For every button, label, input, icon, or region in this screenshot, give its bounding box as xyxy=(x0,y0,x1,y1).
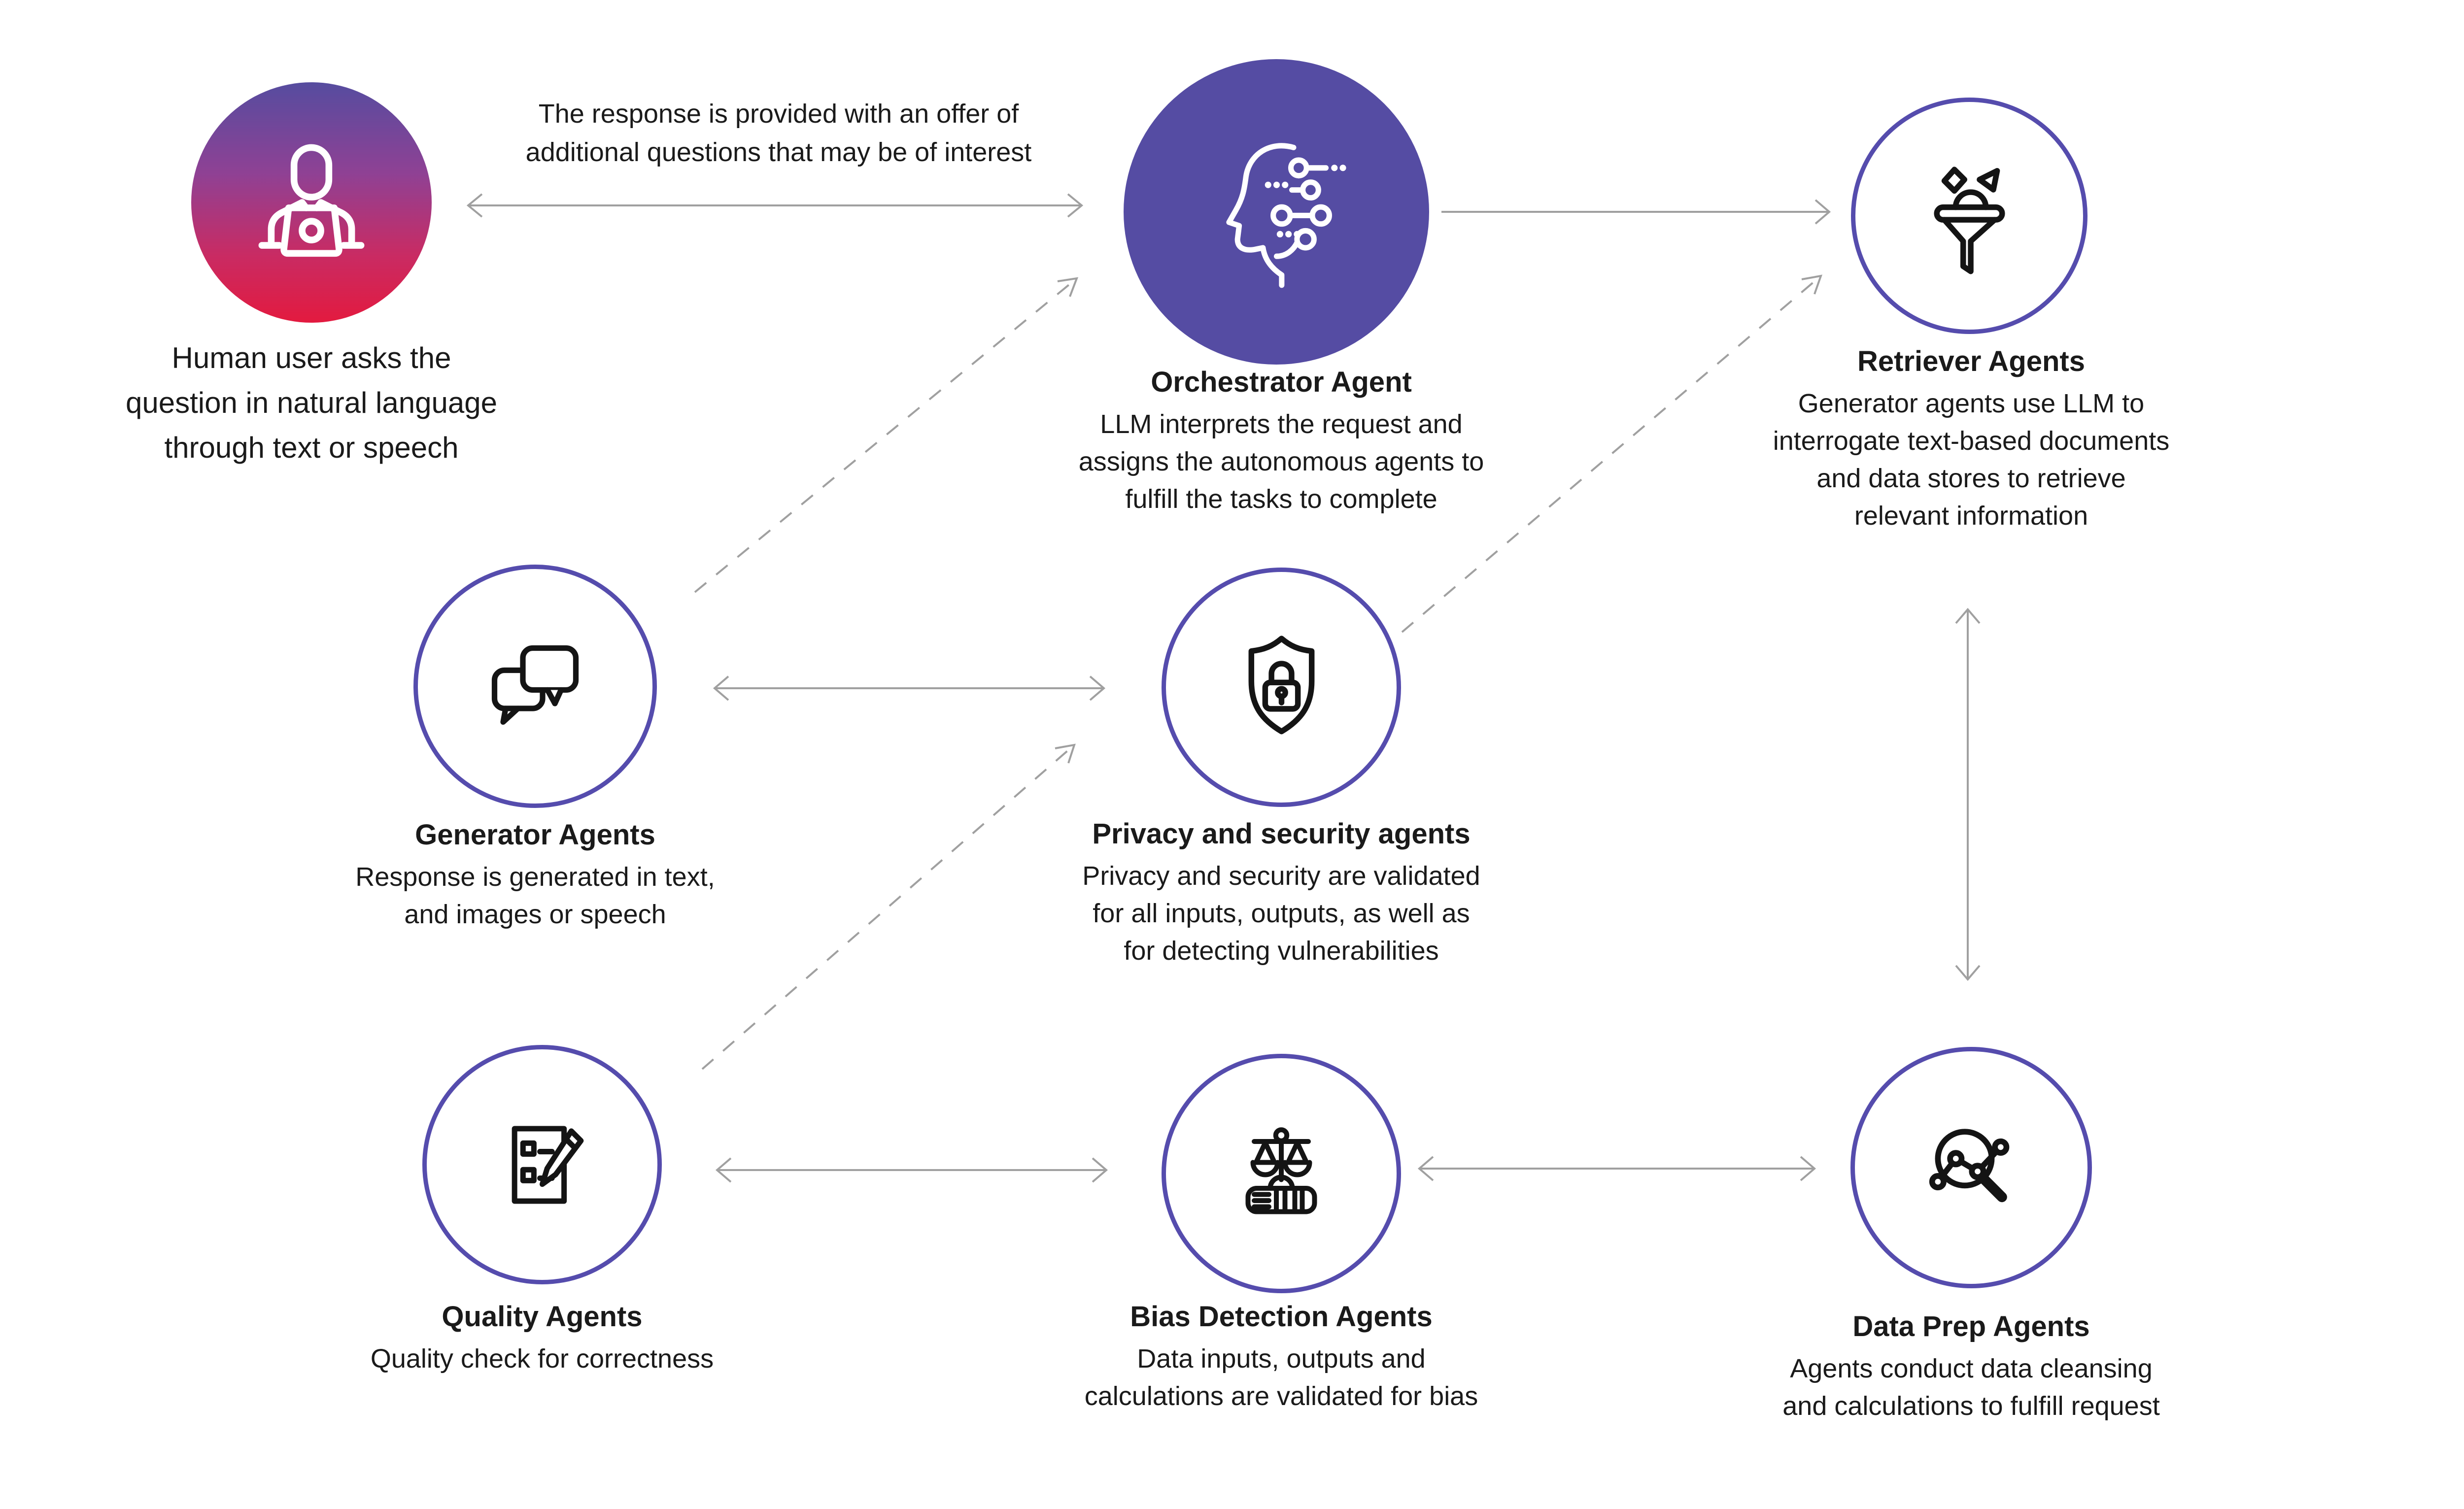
arrow-retriever-dataprep xyxy=(1955,607,1981,981)
privacy-security-agents-title: Privacy and security agents xyxy=(1092,818,1471,850)
response-annotation: The response is provided with an offer o… xyxy=(335,95,1222,171)
arrow-quality-bias xyxy=(715,1157,1108,1183)
bias-detection-agents-description: Data inputs, outputs and calculations ar… xyxy=(1084,1344,1478,1411)
orchestrator-agent-description: LLM interprets the request and assigns t… xyxy=(1078,409,1484,514)
shield-lock-icon xyxy=(1248,635,1314,734)
quality-agents-description: Quality check for correctness xyxy=(370,1344,714,1374)
quality-agents-node xyxy=(422,1045,662,1284)
retriever-agents-node xyxy=(1851,98,2088,334)
data-prep-agents-title: Data Prep Agents xyxy=(1852,1310,2090,1342)
privacy-security-agents-node xyxy=(1162,568,1401,807)
generator-agents-node xyxy=(413,565,657,808)
funnel-icon xyxy=(1933,166,2005,274)
human-user-node xyxy=(191,82,432,323)
data-prep-agents-description: Agents conduct data cleansing and calcul… xyxy=(1782,1354,2160,1421)
generator-agents-title: Generator Agents xyxy=(415,819,655,851)
magnifier-chart-icon xyxy=(1929,1129,2010,1203)
data-prep-agents-node xyxy=(1850,1047,2092,1288)
orchestrator-agent-title: Orchestrator Agent xyxy=(1151,366,1412,398)
quality-agents-title: Quality Agents xyxy=(442,1301,643,1333)
orchestrator-agent-node xyxy=(1124,59,1429,365)
person-laptop-icon xyxy=(258,144,365,257)
generator-agents-label: Generator Agents Response is generated i… xyxy=(166,818,905,933)
scales-book-icon xyxy=(1245,1127,1317,1214)
privacy-security-agents-label: Privacy and security agents Privacy and … xyxy=(912,817,1651,970)
retriever-agents-label: Retriever Agents Generator agents use LL… xyxy=(1602,344,2341,535)
annotation-line: additional questions that may be of inte… xyxy=(525,137,1032,167)
arrow-orchestrator-retriever xyxy=(1441,199,1831,225)
retriever-agents-description: Generator agents use LLM to interrogate … xyxy=(1773,389,2170,531)
bias-detection-agents-label: Bias Detection Agents Data inputs, outpu… xyxy=(912,1300,1651,1415)
caption-line: through text or speech xyxy=(164,431,459,464)
caption-line: Human user asks the xyxy=(171,341,451,374)
arrow-human-orchestrator xyxy=(466,193,1084,218)
quality-agents-label: Quality Agents Quality check for correct… xyxy=(172,1300,912,1377)
retriever-agents-title: Retriever Agents xyxy=(1857,345,2086,377)
data-prep-agents-label: Data Prep Agents Agents conduct data cle… xyxy=(1602,1309,2341,1425)
privacy-security-agents-description: Privacy and security are validated for a… xyxy=(1082,861,1480,966)
head-circuit-icon xyxy=(1226,142,1346,288)
arrow-bias-dataprep xyxy=(1417,1156,1816,1181)
orchestrator-agent-label: Orchestrator Agent LLM interprets the re… xyxy=(912,365,1651,518)
checklist-pencil-icon xyxy=(512,1125,583,1204)
human-user-caption: Human user asks the question in natural … xyxy=(0,335,681,470)
caption-line: question in natural language xyxy=(126,386,497,419)
arrow-generator-privacy xyxy=(713,675,1106,701)
annotation-line: The response is provided with an offer o… xyxy=(538,99,1019,129)
chat-bubbles-icon xyxy=(491,645,579,725)
bias-detection-agents-title: Bias Detection Agents xyxy=(1130,1301,1433,1333)
generator-agents-description: Response is generated in text, and image… xyxy=(355,862,715,929)
bias-detection-agents-node xyxy=(1162,1054,1401,1293)
